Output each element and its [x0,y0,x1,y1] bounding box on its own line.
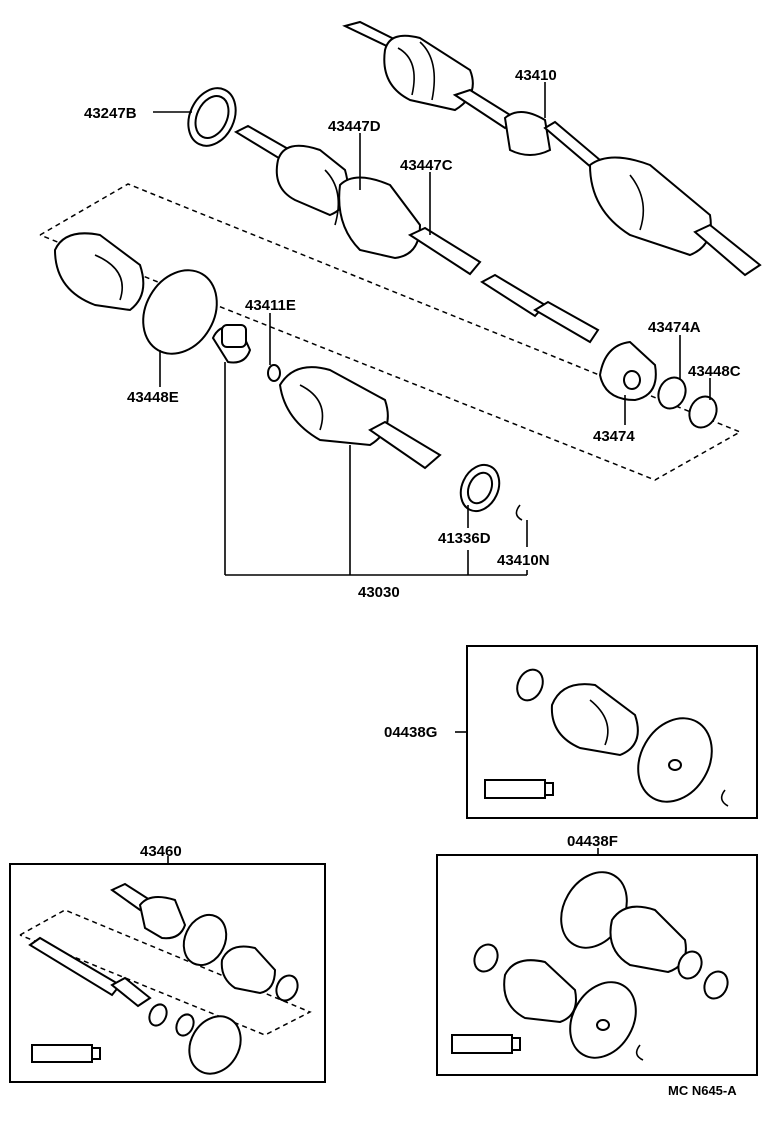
kit-boundary-upper [39,183,742,481]
leader-lines-upper [153,82,711,576]
label-41336D: 41336D [438,530,491,547]
outer-boot [53,232,145,312]
kit-43460-parts [28,882,299,1075]
label-43474A: 43474A [648,319,701,336]
label-04438G: 04438G [384,724,437,741]
label-43410: 43410 [515,67,557,84]
boot-clamp-43474A [657,376,687,410]
label-43447D: 43447D [328,118,381,135]
clip-43410N [515,504,523,521]
kit-04438G-parts [484,668,729,807]
inner-shaft-43447 [233,124,600,344]
label-43460: 43460 [140,843,182,860]
kit-boundary-lower [19,909,312,1036]
boot-clamp-43448C [688,395,718,429]
label-43410N: 43410N [497,552,550,569]
label-43411E: 43411E [245,297,296,314]
label-43247B: 43247B [84,105,137,122]
snap-ring-43411E [267,364,281,382]
label-43030: 43030 [358,584,400,601]
drive-shaft-assembly-43410 [342,20,762,277]
ring-43247B [187,87,237,147]
label-43474: 43474 [593,428,635,445]
label-04438F: 04438F [567,833,618,850]
label-43448E: 43448E [127,389,179,406]
kit-04438F-parts [451,871,729,1061]
label-43448C: 43448C [688,363,741,380]
diagram-code: MC N645-A [668,1083,737,1098]
dust-deflector-41336D [459,463,501,513]
inboard-joint-housing [278,366,442,470]
boot-band-43448E [142,269,218,355]
tripod-joint [211,324,252,364]
label-43447C: 43447C [400,157,453,174]
kit-box-04438F [436,854,758,1076]
inboard-boot-43474 [598,340,657,402]
part-labels: 43410 43247B 43447D 43447C 43411E 43448E… [84,67,741,1098]
